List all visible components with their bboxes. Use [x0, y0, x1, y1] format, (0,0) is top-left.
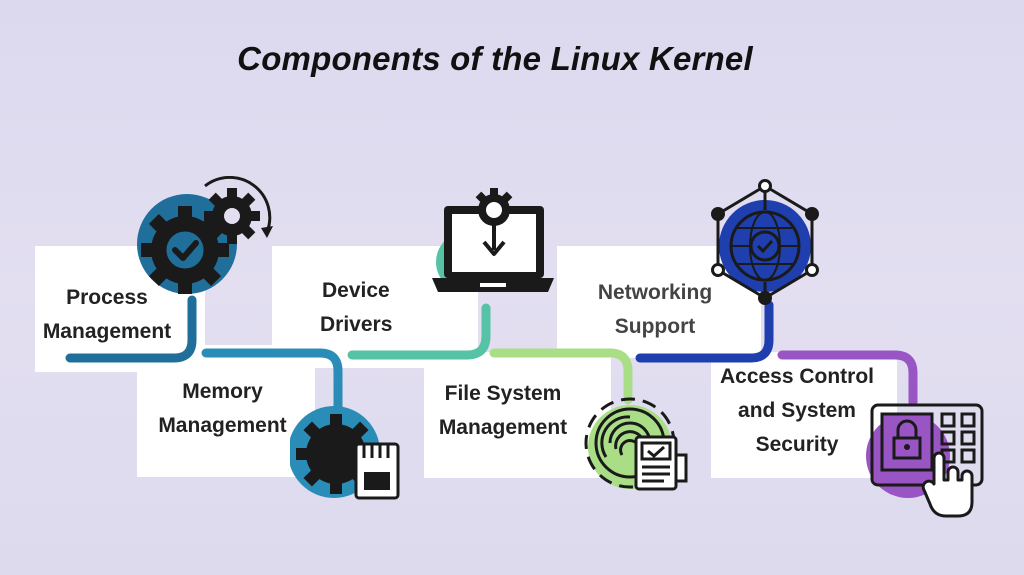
gear-fingerprint-document-icon	[584, 397, 688, 491]
card-access-control	[711, 352, 897, 478]
label-file-system-management: File System Management	[428, 377, 578, 445]
diagram-title: Components of the Linux Kernel	[237, 40, 753, 77]
label-access-control: Access Control and System Security	[712, 360, 882, 462]
label-line: Security	[755, 433, 839, 456]
label-line: and System	[738, 399, 856, 422]
gear-memory-card-icon	[290, 406, 400, 500]
label-line: Networking	[597, 281, 713, 304]
connector-memory	[201, 348, 343, 417]
connector-process	[65, 295, 197, 363]
connector-networking	[635, 300, 774, 363]
label-line: Support	[614, 315, 696, 338]
network-globe-check-icon	[711, 179, 819, 305]
label-line: Device	[322, 279, 390, 302]
label-line: Memory	[182, 380, 263, 403]
label-line: Access Control	[719, 365, 875, 388]
label-line: Management	[438, 416, 568, 439]
label-line: Management	[158, 414, 287, 437]
connector-filesystem	[489, 348, 633, 405]
label-networking-support: Networking Support	[585, 276, 725, 344]
connector-device	[347, 303, 491, 360]
label-device-drivers: Device Drivers	[300, 274, 410, 342]
label-line: Management	[42, 320, 172, 343]
keypad-lock-hand-icon	[866, 403, 984, 518]
label-line: File System	[444, 382, 562, 405]
gears-check-icon	[137, 176, 273, 294]
label-memory-management: Memory Management	[150, 375, 295, 443]
connector-access	[777, 350, 918, 407]
label-process-management: Process Management	[32, 281, 182, 349]
card-file-system-management	[424, 352, 611, 478]
label-line: Drivers	[320, 313, 393, 336]
label-line: Process	[66, 286, 148, 309]
laptop-gear-download-icon	[432, 188, 554, 292]
